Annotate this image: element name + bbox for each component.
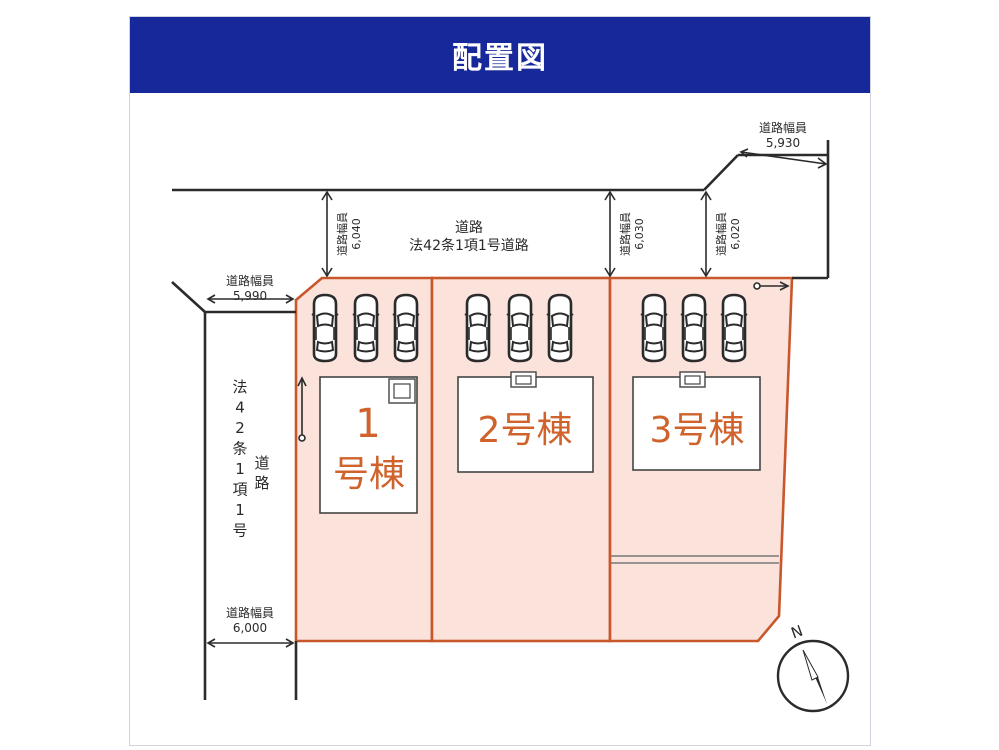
building-3-entry <box>684 375 701 385</box>
road-labels: 道路 法42条1項1号道路 道路幅員 5,930 道路幅員 5,990 道路幅員… <box>226 120 807 635</box>
parking <box>310 293 749 363</box>
road-width-label: 道路幅員 <box>226 605 274 620</box>
left-road-name-col2: 道路 <box>254 454 269 492</box>
building-2-footprint <box>457 376 594 473</box>
top-road-designation: 法42条1項1号道路 <box>409 237 529 254</box>
car-top-icon <box>639 293 669 363</box>
road-width-label-vertical: 道路幅員 <box>335 212 349 256</box>
road-width-value: 5,990 <box>233 289 267 303</box>
building-3-footprint <box>632 376 761 471</box>
entrance-marker <box>298 434 306 442</box>
car-top-icon <box>351 293 381 363</box>
left-road-name-text: 道路 <box>254 454 269 492</box>
building-2-entry <box>515 375 532 385</box>
dimension-arrows <box>206 148 828 648</box>
building-3-label: 3号棟 <box>650 410 745 451</box>
road-width-value: 6,000 <box>233 621 267 635</box>
building-1-number: 1 <box>355 401 380 447</box>
car-top-icon <box>463 293 493 363</box>
car-top-icon <box>545 293 575 363</box>
top-road-name: 道路 <box>455 220 483 236</box>
building-2-label: 2号棟 <box>478 410 573 451</box>
page-title: 配置図 <box>452 41 548 76</box>
road-width-value: 5,930 <box>766 136 800 150</box>
road-width-value-vertical: 6,040 <box>350 218 363 250</box>
header-bar: 配置図 <box>130 17 870 93</box>
road-width-label: 道路幅員 <box>759 120 807 135</box>
car-top-icon <box>310 293 340 363</box>
entrance-marker <box>753 282 761 290</box>
compass-needle-icon <box>802 649 819 681</box>
road-width-label-vertical: 道路幅員 <box>714 212 728 256</box>
buildings: 1 号棟 2号棟 3号棟 <box>319 371 761 514</box>
building-1-entry <box>393 383 411 399</box>
car-top-icon <box>719 293 749 363</box>
compass: N <box>776 622 850 713</box>
car-top-icon <box>679 293 709 363</box>
car-top-icon <box>505 293 535 363</box>
road-width-label: 道路幅員 <box>226 273 274 288</box>
road-width-value-vertical: 6,030 <box>633 218 646 250</box>
road-width-value-vertical: 6,020 <box>729 218 742 250</box>
road-lines <box>171 140 830 700</box>
compass-north-label: N <box>789 622 806 643</box>
road-width-label-vertical: 道路幅員 <box>618 212 632 256</box>
car-top-icon <box>391 293 421 363</box>
building-1-suffix: 号棟 <box>333 454 405 495</box>
